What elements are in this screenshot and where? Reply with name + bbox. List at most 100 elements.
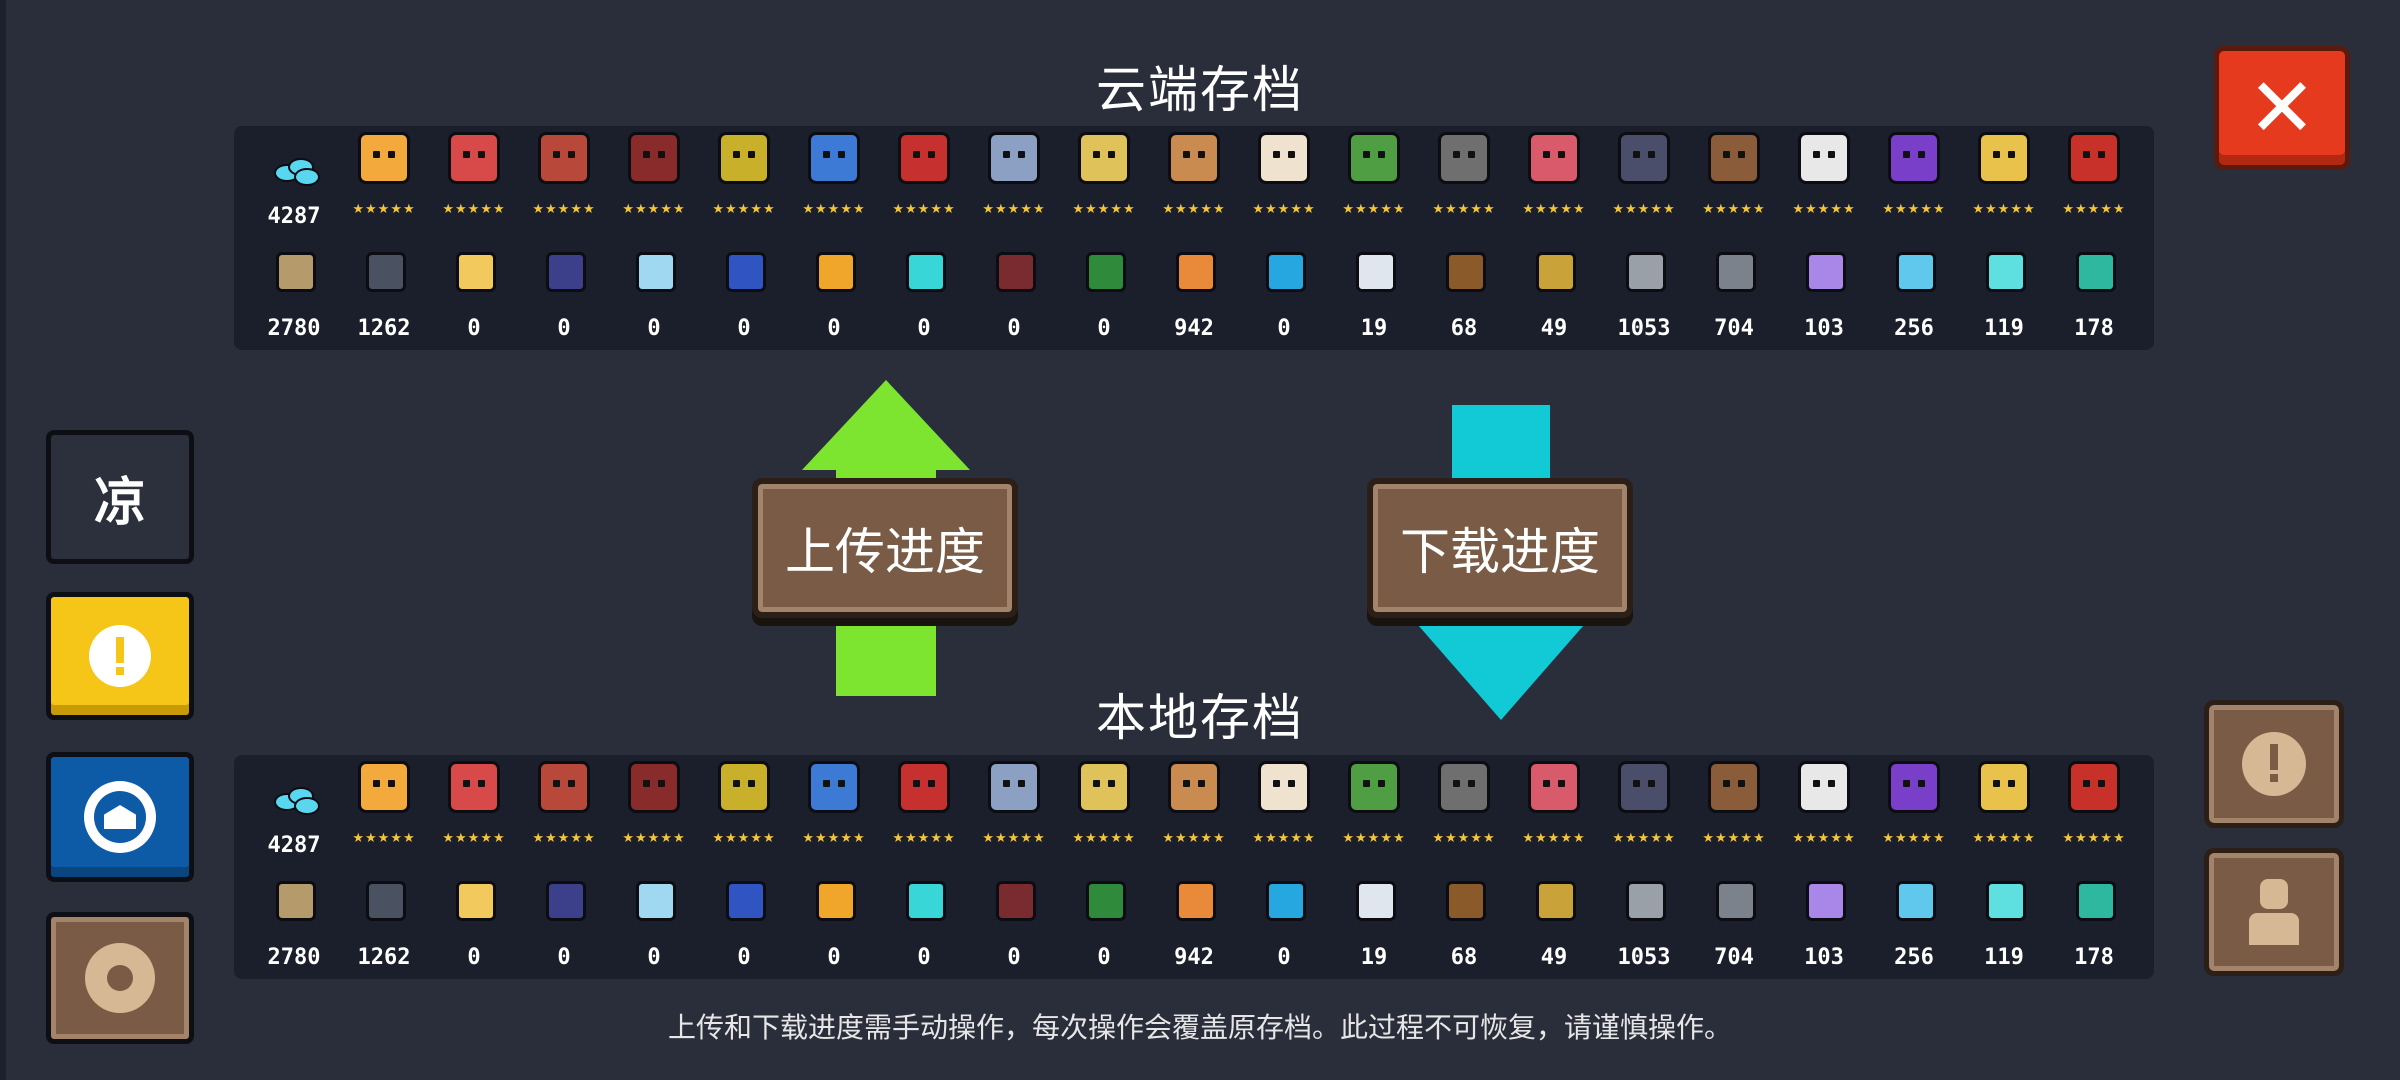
hero-stars: ★★★★★ [1162, 831, 1226, 846]
blue-crystal-icon [1896, 881, 1936, 921]
cloud-hero-row: 4287★★★★★★★★★★★★★★★★★★★★★★★★★★★★★★★★★★★★… [234, 126, 2154, 229]
material-count: 49 [1540, 945, 1568, 970]
close-button[interactable]: ✕ [2214, 46, 2350, 170]
temple-icon [84, 781, 156, 853]
hero-slot: ★★★★★ [1244, 755, 1324, 855]
potion-icon [726, 881, 766, 921]
material-slot: 119 [1964, 867, 2044, 970]
material-count: 1053 [1617, 945, 1671, 970]
hero-slot: ★★★★★ [1424, 755, 1504, 855]
assassin-icon [628, 132, 680, 184]
berserker-icon [1528, 132, 1580, 184]
profile-button[interactable] [2204, 848, 2344, 976]
engineer-icon [718, 761, 770, 813]
cool-button[interactable]: 凉 [46, 430, 194, 564]
hero-stars: ★★★★★ [1162, 202, 1226, 217]
material-count: 1262 [357, 316, 411, 341]
material-slot: 68 [1424, 238, 1504, 341]
energy-core-icon [906, 252, 946, 292]
material-slot: 119 [1964, 238, 2044, 341]
exclamation-icon [2242, 732, 2306, 796]
material-count: 256 [1894, 316, 1934, 341]
hero-slot: ★★★★★ [614, 755, 694, 855]
bread-icon [1176, 252, 1216, 292]
material-count: 178 [2074, 945, 2114, 970]
hero-stars: ★★★★★ [2062, 831, 2126, 846]
pumpkin-icon [1888, 761, 1940, 813]
hero-slot: ★★★★★ [1514, 126, 1594, 226]
hero-slot: ★★★★★ [1784, 126, 1864, 226]
vampire-icon [898, 761, 950, 813]
hero-stars: ★★★★★ [982, 202, 1046, 217]
hero-stars: ★★★★★ [1342, 831, 1406, 846]
material-slot: 0 [1064, 867, 1144, 970]
download-progress-button[interactable]: 下载进度 [1367, 478, 1633, 618]
material-slot: 256 [1874, 867, 1954, 970]
hero-slot: ★★★★★ [1424, 126, 1504, 226]
dark-book-icon [546, 881, 586, 921]
hero-stars: ★★★★★ [1612, 202, 1676, 217]
hero-slot: ★★★★★ [974, 126, 1054, 226]
hero-slot: ★★★★★ [2054, 126, 2134, 226]
hero-stars: ★★★★★ [1702, 202, 1766, 217]
upload-progress-button[interactable]: 上传进度 [752, 478, 1018, 618]
officer-icon [1708, 132, 1760, 184]
hero-slot: ★★★★★ [1064, 755, 1144, 855]
material-slot: 1262 [344, 238, 424, 341]
screen-edge [0, 0, 6, 1080]
witch-icon [538, 761, 590, 813]
hero-slot: ★★★★★ [884, 126, 964, 226]
priestess-icon [1258, 132, 1310, 184]
alert-button[interactable] [46, 592, 194, 720]
paladin-icon [988, 132, 1040, 184]
hero-stars: ★★★★★ [1522, 831, 1586, 846]
hero-stars: ★★★★★ [712, 831, 776, 846]
material-slot: 1262 [344, 867, 424, 970]
gem-count: 4287 [267, 204, 321, 229]
hero-stars: ★★★★★ [622, 831, 686, 846]
gem-counter: 4287 [254, 126, 334, 229]
warning-note: 上传和下载进度需手动操作，每次操作会覆盖原存档。此过程不可恢复，请谨慎操作。 [667, 1011, 1732, 1044]
hero-stars: ★★★★★ [1342, 202, 1406, 217]
hero-stars: ★★★★★ [892, 831, 956, 846]
material-slot: 0 [434, 238, 514, 341]
elf-icon [1078, 761, 1130, 813]
hero-stars: ★★★★★ [442, 202, 506, 217]
hero-stars: ★★★★★ [532, 831, 596, 846]
settings-button[interactable] [46, 912, 194, 1044]
knight-icon [358, 132, 410, 184]
hero-stars: ★★★★★ [1072, 831, 1136, 846]
material-slot: 704 [1694, 238, 1774, 341]
hero-slot: ★★★★★ [1874, 755, 1954, 855]
feather-orb-icon [1356, 252, 1396, 292]
necromancer-icon [1618, 132, 1670, 184]
holy-book-icon [456, 881, 496, 921]
upload-arrow-icon [802, 380, 970, 470]
feather-orb-icon [1356, 881, 1396, 921]
material-count: 2780 [267, 316, 321, 341]
material-slot: 49 [1514, 867, 1594, 970]
hammer-icon [1446, 252, 1486, 292]
community-button[interactable] [46, 752, 194, 882]
material-slot: 0 [1244, 238, 1324, 341]
hero-slot: ★★★★★ [1964, 755, 2044, 855]
material-slot: 0 [434, 867, 514, 970]
hero-stars: ★★★★★ [1252, 831, 1316, 846]
bat-wing-icon [996, 881, 1036, 921]
witch-icon [538, 132, 590, 184]
material-slot: 49 [1514, 238, 1594, 341]
material-count: 704 [1714, 945, 1754, 970]
notice-button[interactable] [2204, 700, 2344, 828]
material-count: 0 [827, 945, 841, 970]
battery-icon [366, 881, 406, 921]
hero-stars: ★★★★★ [1252, 202, 1316, 217]
hero-slot: ★★★★★ [1154, 755, 1234, 855]
material-slot: 0 [524, 238, 604, 341]
material-slot: 704 [1694, 867, 1774, 970]
hero-slot: ★★★★★ [704, 126, 784, 226]
necromancer-icon [1618, 761, 1670, 813]
potion-icon [726, 252, 766, 292]
material-slot: 0 [704, 238, 784, 341]
ore-icon [1716, 252, 1756, 292]
engineer-icon [718, 132, 770, 184]
